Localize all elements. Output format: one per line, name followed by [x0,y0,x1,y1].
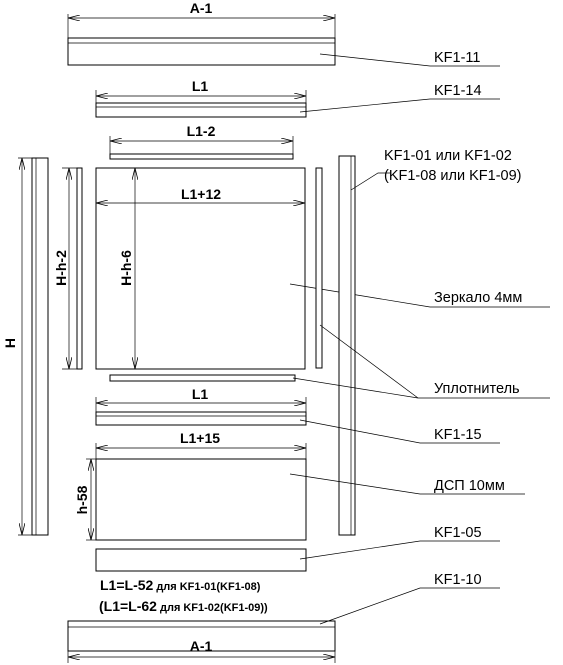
callout-chipboard: ДСП 10мм [434,478,505,494]
dim-kf15-width: L1 [192,386,209,402]
leader-kf1-15 [299,419,500,444]
dim-seal-height: H-h-2 [53,250,69,286]
leader-mirror [289,283,550,308]
profile-kf1-05 [95,548,307,572]
callout-kf1-10: KF1-10 [434,572,482,588]
callout-side-profile-line1: KF1-01 или KF1-02 [384,148,512,164]
dim-chipboard-height: h-58 [74,485,90,514]
bottom-seal-bar [109,374,296,382]
leader-kf1-05 [299,540,500,560]
profile-kf1-15 [95,411,307,426]
top-seal-bar [109,153,294,160]
leader-seal-right [319,324,419,399]
dim-mirror-height: H-h-6 [118,250,134,286]
leader-kf1-10 [319,587,500,625]
callout-kf1-05: KF1-05 [434,525,482,541]
leader-side-profile [350,172,390,191]
dim-top-width: A-1 [190,0,213,16]
dim-bar-width: L1-2 [187,123,216,139]
right-vertical-seal [315,167,323,369]
callout-mirror: Зеркало 4мм [434,290,522,306]
callout-kf1-11: KF1-11 [434,50,480,66]
top-profile-kf1-11 [67,37,336,66]
leader-kf1-14 [299,98,500,113]
callout-seal: Уплотнитель [434,381,520,397]
bottom-profile-kf1-10 [67,620,336,652]
dim-bottom-width: A-1 [190,638,213,654]
dim-mirror-width: L1+12 [181,186,221,202]
callout-side-profile-line2: (KF1-08 или KF1-09) [384,168,521,184]
left-side-profile [31,157,49,536]
left-vertical-seal [76,167,83,370]
dim-kf14-width: L1 [192,78,209,94]
leader-seal-bottom [292,377,419,399]
profile-kf1-14 [95,102,307,118]
chipboard-panel [95,458,307,541]
dim-chipboard-width: L1+15 [180,430,220,446]
leader-chipboard [289,473,525,495]
callout-kf1-15: KF1-15 [434,427,482,443]
leader-kf1-11 [319,53,500,67]
callout-kf1-14: KF1-14 [434,83,482,99]
dim-full-height: H [2,338,18,348]
